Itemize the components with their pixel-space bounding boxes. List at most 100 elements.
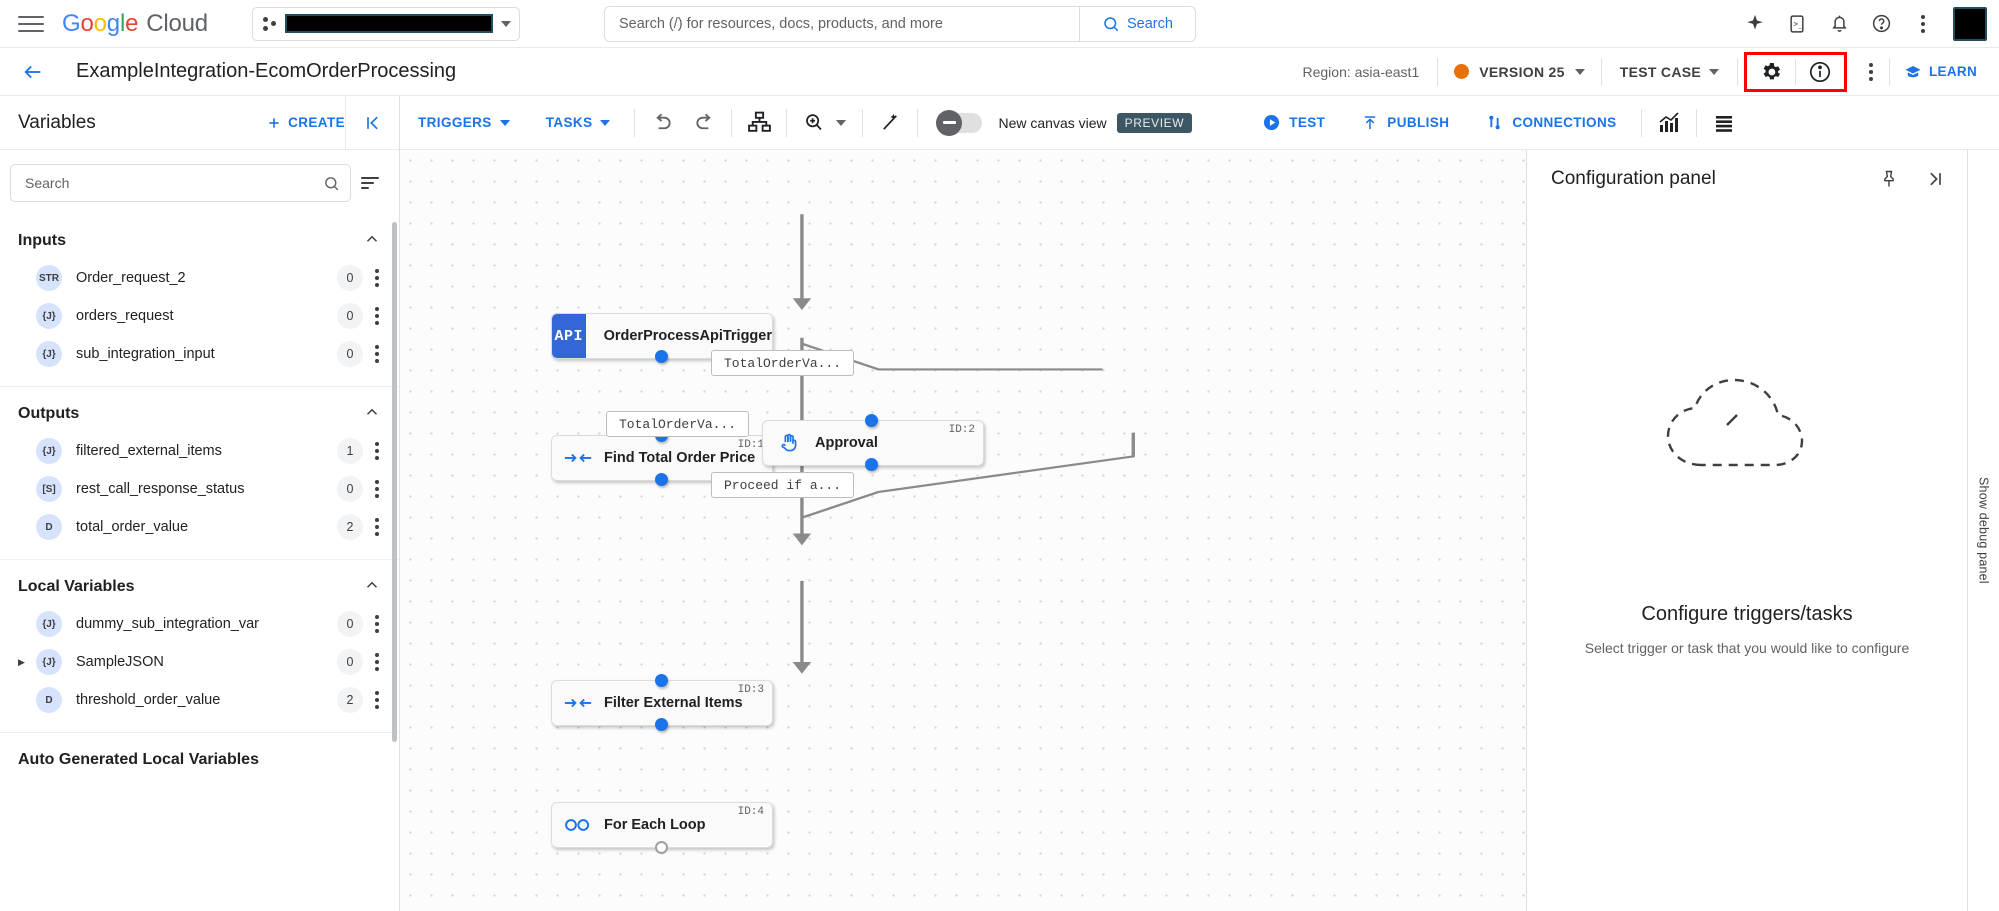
triggers-menu[interactable]: TRIGGERS [400, 115, 528, 130]
variable-overflow-kebab-icon[interactable] [375, 345, 379, 363]
variable-usage-count: 0 [337, 341, 363, 367]
variable-type-chip: [S] [36, 476, 62, 502]
auto-layout-icon[interactable] [738, 102, 780, 144]
data-mapping-icon [552, 694, 604, 712]
undo-icon[interactable] [641, 102, 683, 144]
main-menu-hamburger-icon[interactable] [18, 12, 48, 36]
divider [1640, 108, 1642, 137]
project-selector[interactable] [251, 6, 520, 41]
node-port[interactable] [655, 841, 668, 854]
divider [1695, 108, 1697, 137]
variable-group-header[interactable]: Local Variables [0, 574, 399, 600]
settings-gear-icon[interactable] [1747, 55, 1795, 89]
integration-canvas[interactable]: API OrderProcessApiTrigger Find Total Or… [400, 150, 1527, 911]
test-case-selector[interactable]: TEST CASE [1602, 64, 1737, 80]
new-canvas-view-toggle[interactable] [936, 109, 983, 136]
logs-list-icon[interactable] [1703, 102, 1745, 144]
google-cloud-logo[interactable]: Google Cloud [62, 9, 208, 37]
tasks-menu[interactable]: TASKS [528, 115, 629, 130]
variable-usage-count: 0 [337, 303, 363, 329]
divider [731, 108, 733, 137]
node-port[interactable] [655, 674, 668, 687]
node-port[interactable] [655, 473, 668, 486]
variable-type-chip: {J} [36, 438, 62, 464]
chevron-up-icon[interactable] [363, 230, 381, 253]
analytics-chart-icon[interactable] [1648, 102, 1690, 144]
variable-overflow-kebab-icon[interactable] [375, 615, 379, 633]
integration-title-bar: ExampleIntegration-EcomOrderProcessing R… [0, 48, 1999, 96]
search-input[interactable]: Search (/) for resources, docs, products… [618, 15, 943, 32]
loop-infinity-icon [552, 817, 604, 833]
variables-search-box[interactable] [10, 164, 351, 202]
magic-wand-icon[interactable] [869, 102, 911, 144]
debug-panel-rail[interactable]: Show debug panel [1967, 150, 1999, 911]
plus-icon [269, 117, 279, 128]
user-avatar[interactable] [1953, 6, 1987, 41]
chevron-up-icon[interactable] [363, 403, 381, 426]
variable-overflow-kebab-icon[interactable] [375, 269, 379, 287]
expand-panel-icon[interactable] [1917, 161, 1953, 197]
test-button[interactable]: TEST [1244, 113, 1343, 132]
cloud-shell-icon[interactable]: >_ [1779, 6, 1815, 42]
back-button[interactable] [16, 55, 50, 89]
arrow-left-icon [24, 65, 41, 78]
create-variable-button[interactable]: CREATE [266, 115, 345, 131]
node-id: ID:3 [737, 684, 764, 696]
variables-scrollbar[interactable] [392, 222, 397, 742]
expand-arrow-icon[interactable]: ▶ [18, 656, 25, 667]
variable-overflow-kebab-icon[interactable] [375, 307, 379, 325]
search-button[interactable]: Search [1079, 6, 1195, 41]
sort-filter-icon[interactable] [361, 170, 387, 196]
divider [1600, 57, 1602, 86]
node-label: Approval [815, 435, 878, 451]
debug-panel-label: Show debug panel [1976, 477, 1991, 584]
edge-label: TotalOrderVa... [711, 350, 855, 376]
node-port[interactable] [865, 414, 878, 427]
learn-button[interactable]: LEARN [1890, 63, 1999, 81]
variable-group-header[interactable]: Outputs [0, 401, 399, 427]
help-question-icon[interactable] [1863, 6, 1899, 42]
variable-group-header[interactable]: Inputs [0, 228, 399, 254]
variable-overflow-kebab-icon[interactable] [375, 480, 379, 498]
publish-button[interactable]: PUBLISH [1343, 114, 1467, 132]
zoom-icon[interactable] [793, 102, 856, 144]
gemini-sparkle-icon[interactable] [1737, 6, 1773, 42]
notifications-bell-icon[interactable] [1821, 6, 1857, 42]
node-port[interactable] [655, 718, 668, 731]
variable-type-chip: STR [36, 265, 62, 291]
global-search[interactable]: Search (/) for resources, docs, products… [603, 5, 1196, 42]
redo-icon[interactable] [683, 102, 725, 144]
new-canvas-view-label: New canvas view [998, 114, 1107, 131]
more-options-kebab-icon[interactable] [1853, 54, 1889, 90]
collapse-panel-icon[interactable] [345, 96, 399, 149]
info-circle-icon[interactable] [1796, 55, 1844, 89]
variables-title: Variables [18, 111, 96, 133]
search-input[interactable] [23, 174, 323, 192]
variable-overflow-kebab-icon[interactable] [375, 653, 379, 671]
variable-overflow-kebab-icon[interactable] [375, 518, 379, 536]
node-port[interactable] [655, 350, 668, 363]
chevron-up-icon[interactable] [363, 576, 381, 599]
overflow-kebab-icon[interactable] [1905, 6, 1941, 42]
variable-group-header[interactable]: Auto Generated Local Variables [0, 747, 399, 773]
version-selector[interactable]: VERSION 25 [1438, 64, 1600, 80]
variable-overflow-kebab-icon[interactable] [375, 442, 379, 460]
work-area: Variables CREATE InputsSTROrder_request_… [0, 96, 1999, 911]
connections-button[interactable]: CONNECTIONS [1467, 113, 1634, 132]
header-actions: >_ [1737, 6, 1999, 42]
node-port[interactable] [865, 458, 878, 471]
variable-type-chip: {J} [36, 303, 62, 329]
variable-overflow-kebab-icon[interactable] [375, 691, 379, 709]
pin-icon[interactable] [1871, 161, 1907, 197]
variable-type-chip: {J} [36, 649, 62, 675]
